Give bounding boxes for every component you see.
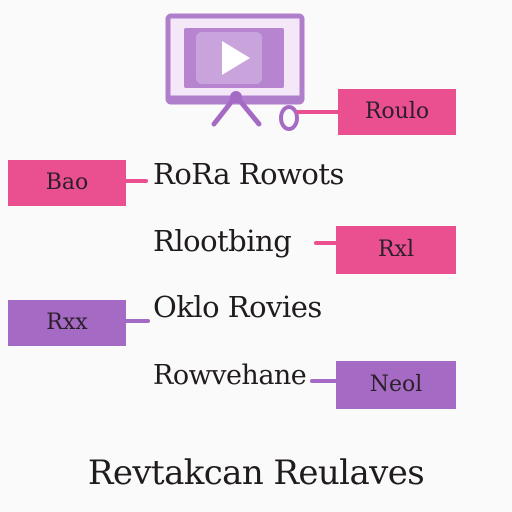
tag-top-right: Roulo <box>338 89 456 135</box>
tag-row-1: Bao <box>8 160 126 206</box>
tag-row-3: Rxx <box>8 300 126 346</box>
row-2-label: Rlootbing <box>153 224 292 258</box>
tag-row-2: Rxl <box>336 226 456 274</box>
footer-caption: Revtakcan Reulaves <box>87 453 425 493</box>
row-1-label: RoRa Rowots <box>153 157 344 191</box>
row-3-label: Oklo Rovies <box>153 290 322 324</box>
row-4-label: Rowvehane <box>153 360 307 391</box>
tag-row-4: Neol <box>336 361 456 409</box>
video-presentation-icon <box>165 13 305 131</box>
